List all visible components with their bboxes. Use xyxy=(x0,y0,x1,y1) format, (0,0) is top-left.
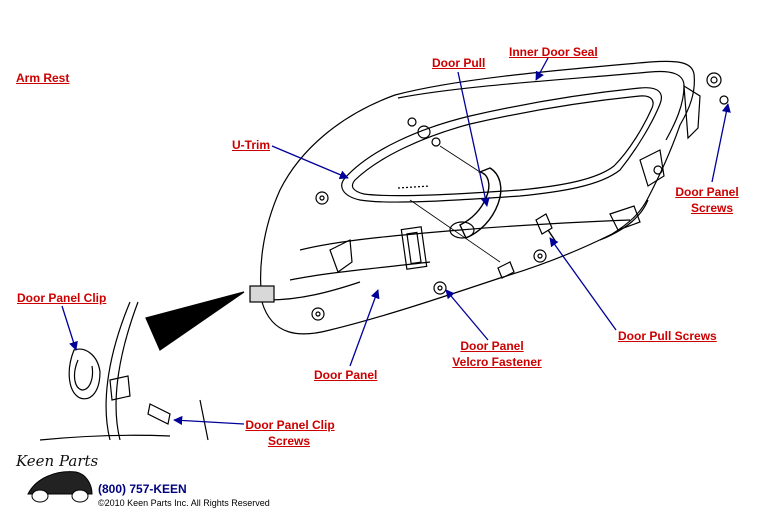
label-u-trim[interactable]: U-Trim xyxy=(232,138,271,152)
label-arm-rest[interactable]: Arm Rest xyxy=(16,71,70,85)
arrow-door-panel-clip xyxy=(61,305,78,351)
logo-script: Keen Parts xyxy=(16,452,99,470)
label-door-panel-clip[interactable]: Door Panel Clip xyxy=(17,291,107,305)
arrow-door-panel xyxy=(349,289,380,367)
label-door-pull[interactable]: Door Pull xyxy=(432,56,486,70)
label-clip-screws-line1[interactable]: Door Panel Clip xyxy=(245,418,335,432)
arrow-clip-screws xyxy=(173,415,245,426)
arrow-velcro-fastener xyxy=(445,289,489,341)
logo-car-drawing xyxy=(27,471,93,503)
callout-arrows xyxy=(61,57,731,426)
label-door-pull-screws[interactable]: Door Pull Screws xyxy=(618,329,717,343)
label-door-panel-screws-line2[interactable]: Screws xyxy=(690,201,734,215)
door-panel-drawing xyxy=(249,60,729,335)
label-door-panel-screws-line1[interactable]: Door Panel xyxy=(675,185,739,199)
arrow-door-pull xyxy=(457,71,490,207)
label-door-panel[interactable]: Door Panel xyxy=(314,368,378,382)
arrow-door-pull-screws xyxy=(549,237,617,331)
arrow-inner-door-seal xyxy=(535,57,549,81)
inner-door-seal-line xyxy=(397,70,685,141)
u-trim-outline xyxy=(341,87,662,203)
label-velcro-line1[interactable]: Door Panel xyxy=(460,339,524,353)
copyright-text: ©2010 Keen Parts Inc. All Rights Reserve… xyxy=(98,498,270,508)
phone-number[interactable]: (800) 757-KEEN xyxy=(98,482,187,496)
door-panel-outline xyxy=(260,60,695,335)
door-pull-shape xyxy=(459,167,502,239)
label-inner-door-seal[interactable]: Inner Door Seal xyxy=(509,45,598,59)
arrow-door-panel-screws xyxy=(711,103,731,183)
clip-inset-drawing xyxy=(39,291,245,441)
arrow-u-trim xyxy=(271,145,349,180)
label-clip-screws-line2[interactable]: Screws xyxy=(267,434,311,448)
label-velcro-line2[interactable]: Velcro Fastener xyxy=(452,355,542,369)
